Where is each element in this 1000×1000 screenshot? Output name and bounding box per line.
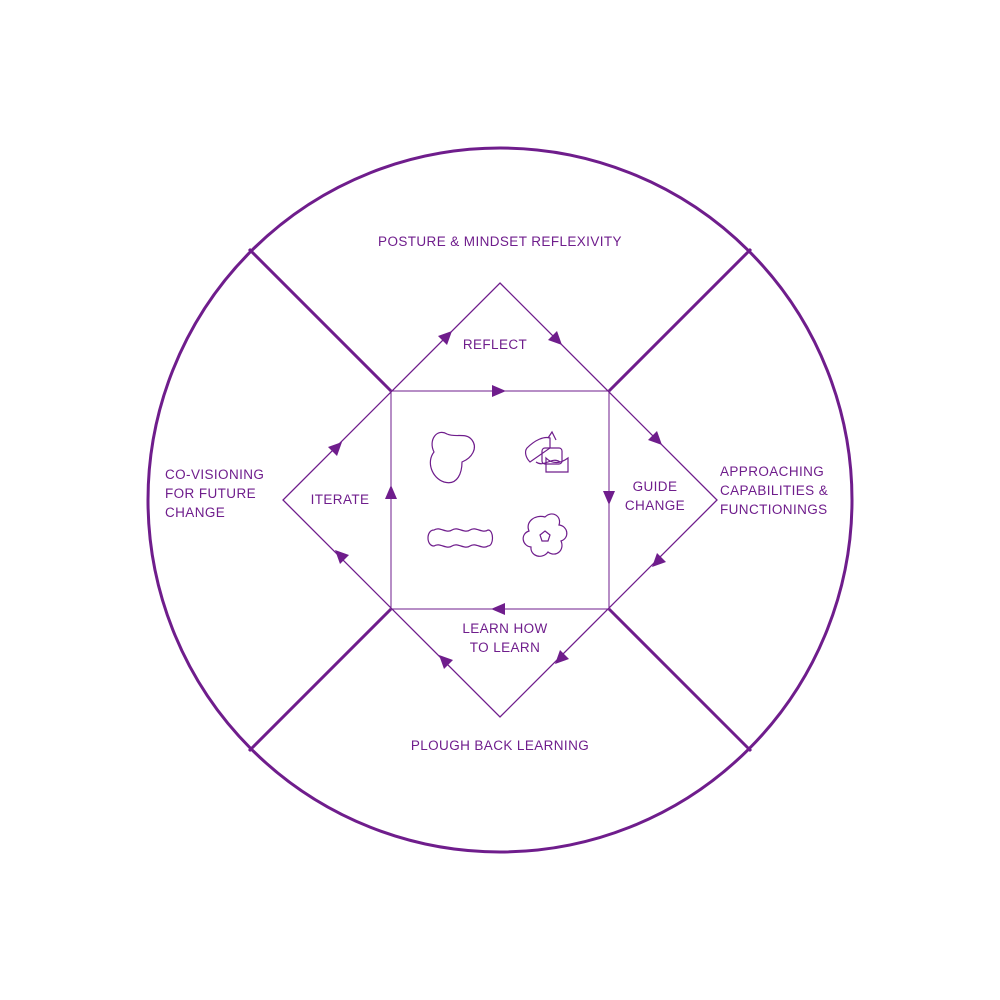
outer-circle <box>146 146 854 854</box>
cycle-label-learn-line2: TO LEARN <box>469 640 541 655</box>
arrow-diamond-sw <box>439 655 453 669</box>
cycle-label-iterate: ITERATE <box>310 492 370 507</box>
cycle-label-guide-change: GUIDE CHANGE <box>615 477 695 515</box>
arrow-square-top <box>492 385 506 397</box>
arrow-diamond-e2 <box>652 553 666 567</box>
outer-label-left-line2: FOR FUTURE <box>165 486 256 501</box>
spoke-bottom-left <box>247 607 393 753</box>
arrow-diamond-nw <box>438 331 452 345</box>
outer-label-right-line3: FUNCTIONINGS <box>720 502 828 517</box>
outer-label-left-line1: CO-VISIONING <box>165 467 265 482</box>
arrow-square-left <box>385 485 397 499</box>
outer-label-right: APPROACHING CAPABILITIES & FUNCTIONINGS <box>720 462 828 519</box>
spoke-bottom-right <box>607 607 753 753</box>
outer-label-left-line3: CHANGE <box>165 505 226 520</box>
outer-label-right-line1: APPROACHING <box>720 464 825 479</box>
arrow-diamond-e1 <box>648 431 662 445</box>
spoke-top-left <box>247 247 393 393</box>
arrow-diamond-w2 <box>328 442 342 456</box>
outer-label-right-line2: CAPABILITIES & <box>720 483 829 498</box>
cycle-label-guide-change-line1: GUIDE <box>632 479 678 494</box>
stacked-shapes-icon <box>524 430 569 473</box>
outer-label-left: CO-VISIONING FOR FUTURE CHANGE <box>165 465 264 522</box>
flower-icon <box>522 513 568 557</box>
cycle-label-guide-change-line2: CHANGE <box>624 498 686 513</box>
outer-diamond <box>282 282 718 718</box>
inner-square <box>390 390 610 610</box>
arrow-diamond-se <box>555 650 569 664</box>
outer-label-top: POSTURE & MINDSET REFLEXIVITY <box>378 234 622 249</box>
arrowheads <box>328 331 666 669</box>
wavy-bar-icon <box>427 528 494 548</box>
spoke-top-right <box>607 247 753 393</box>
cycle-label-learn-how-to-learn: LEARN HOW TO LEARN <box>440 619 570 657</box>
arrow-square-right <box>603 491 615 505</box>
arrow-diamond-ne <box>548 331 562 345</box>
blob-icon <box>429 431 475 484</box>
arrow-square-bottom <box>491 603 505 615</box>
cycle-label-learn-line1: LEARN HOW <box>462 621 548 636</box>
outer-label-bottom: PLOUGH BACK LEARNING <box>410 738 590 753</box>
arrow-diamond-w1 <box>335 550 349 564</box>
cycle-label-reflect: REFLECT <box>462 337 528 352</box>
